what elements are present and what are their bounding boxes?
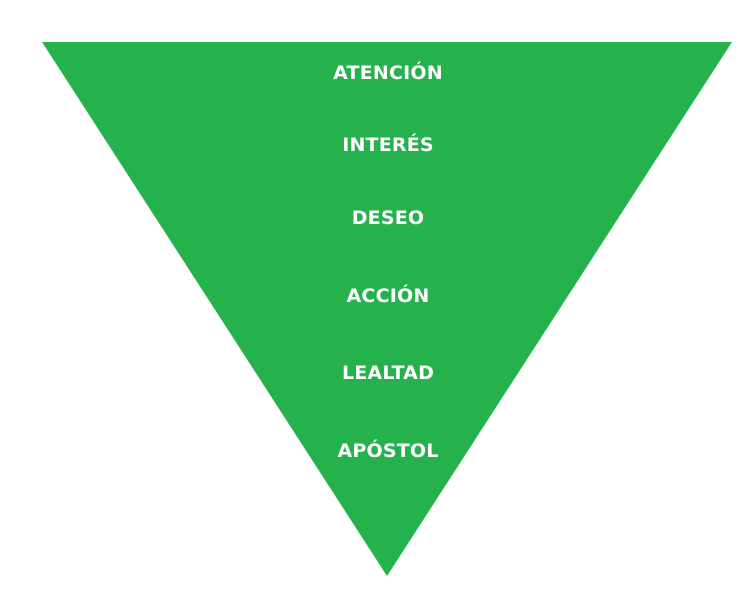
stage-label-deseo: DESEO	[351, 207, 425, 229]
stage-label-apostol: APÓSTOL	[337, 440, 439, 462]
stage-label-atencion: ATENCIÓN	[333, 62, 443, 84]
funnel-triangle	[42, 42, 732, 576]
stage-label-interes: INTERÉS	[342, 134, 434, 156]
stage-label-lealtad: LEALTAD	[341, 362, 435, 384]
stage-label-accion: ACCIÓN	[346, 285, 430, 307]
